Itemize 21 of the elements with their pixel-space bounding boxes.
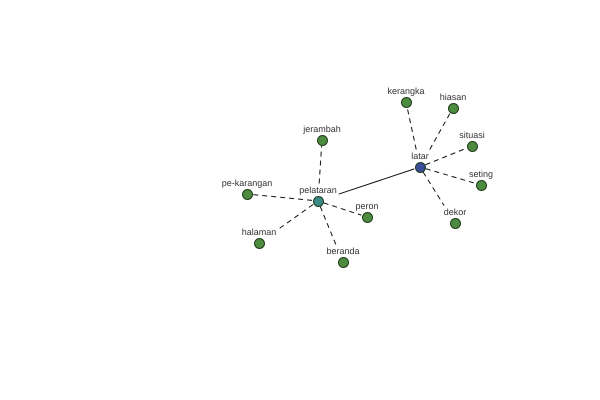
connector-line	[338, 168, 415, 195]
node-label: pelataran	[298, 184, 338, 194]
node-label: situasi	[458, 130, 486, 140]
dashed-connector	[406, 107, 417, 150]
dashed-connector	[278, 204, 314, 230]
node-label: dekor	[442, 206, 468, 216]
node-label: latar	[410, 150, 430, 160]
dashed-connector	[422, 172, 445, 206]
node-label: kerangka	[386, 86, 426, 96]
node-label: hiasan	[438, 92, 468, 102]
dashed-connector	[320, 206, 336, 245]
dashed-connector	[425, 168, 476, 184]
node-label: pe-karangan	[220, 178, 274, 188]
dashed-connector	[323, 202, 362, 216]
dashed-connector	[252, 194, 313, 201]
dashed-connector	[318, 145, 322, 184]
node-label: beranda	[325, 246, 361, 256]
node-label: jerambah	[302, 124, 342, 134]
dashed-connector	[429, 112, 451, 150]
node-label: seting	[468, 168, 494, 178]
node-label: halaman	[240, 226, 278, 236]
